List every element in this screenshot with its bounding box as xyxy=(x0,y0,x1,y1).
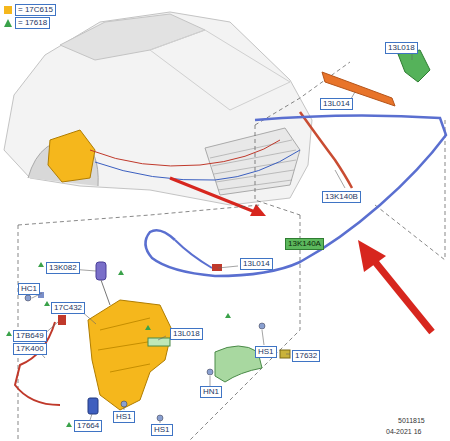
legend-item: = 17C615 xyxy=(4,4,56,16)
leader xyxy=(101,280,110,305)
washer-reservoir-in-car xyxy=(48,130,95,182)
pump xyxy=(88,398,98,414)
callout-number: HS1 xyxy=(151,424,173,436)
harness-branch xyxy=(175,240,212,268)
callout-number: HS1 xyxy=(255,346,277,358)
hose-in-car xyxy=(90,140,280,166)
callout-number: 13K140A xyxy=(285,238,324,250)
screw xyxy=(25,295,265,421)
pointer-arrow xyxy=(372,258,432,332)
callout-number: 17664 xyxy=(74,420,102,432)
callout-number: 13L014 xyxy=(240,258,273,270)
hood-line xyxy=(150,30,290,110)
legend-triangle xyxy=(4,19,12,27)
callout-number: HC1 xyxy=(18,283,40,295)
group-frame xyxy=(18,62,445,440)
legend-swatch xyxy=(4,6,12,14)
callout-number: 13K140B xyxy=(322,191,361,203)
callout-number: 13L018 xyxy=(385,42,418,54)
nozzle-bracket xyxy=(398,50,430,82)
legend-text: = 17618 xyxy=(15,17,50,29)
callout-number: 13L014 xyxy=(320,98,353,110)
callout-number: HN1 xyxy=(200,386,222,398)
harness-in-car xyxy=(95,150,300,180)
drawing-number: 04-2021 16 xyxy=(386,427,421,437)
car-body xyxy=(4,12,312,205)
legend-text: = 17C615 xyxy=(15,4,56,16)
callout-number: HS1 xyxy=(113,411,135,423)
pointer-arrowhead xyxy=(358,240,386,272)
callout-number: 17C432 xyxy=(51,302,85,314)
callout-number: 17K400 xyxy=(13,343,47,355)
wiring-harness xyxy=(145,115,446,276)
grille-bars xyxy=(210,140,296,190)
washer-reservoir xyxy=(88,300,172,410)
washer-hose xyxy=(300,112,352,188)
callout-number: 17B649 xyxy=(13,330,47,342)
fastener-marker xyxy=(6,262,231,427)
callout-number: 17632 xyxy=(292,350,320,362)
legend-item: = 17618 xyxy=(4,17,50,29)
pointer-arrowhead xyxy=(250,204,266,216)
windshield xyxy=(60,14,205,60)
legend-triangle xyxy=(4,19,12,27)
leader-line xyxy=(32,53,412,423)
grille xyxy=(205,128,300,195)
sensor xyxy=(280,350,290,358)
drawing-number: 5011815 xyxy=(398,416,425,426)
filler-neck xyxy=(96,262,106,280)
callout-number: 13L018 xyxy=(170,328,203,340)
connector xyxy=(58,315,66,325)
callout-number: 13K082 xyxy=(46,262,80,274)
